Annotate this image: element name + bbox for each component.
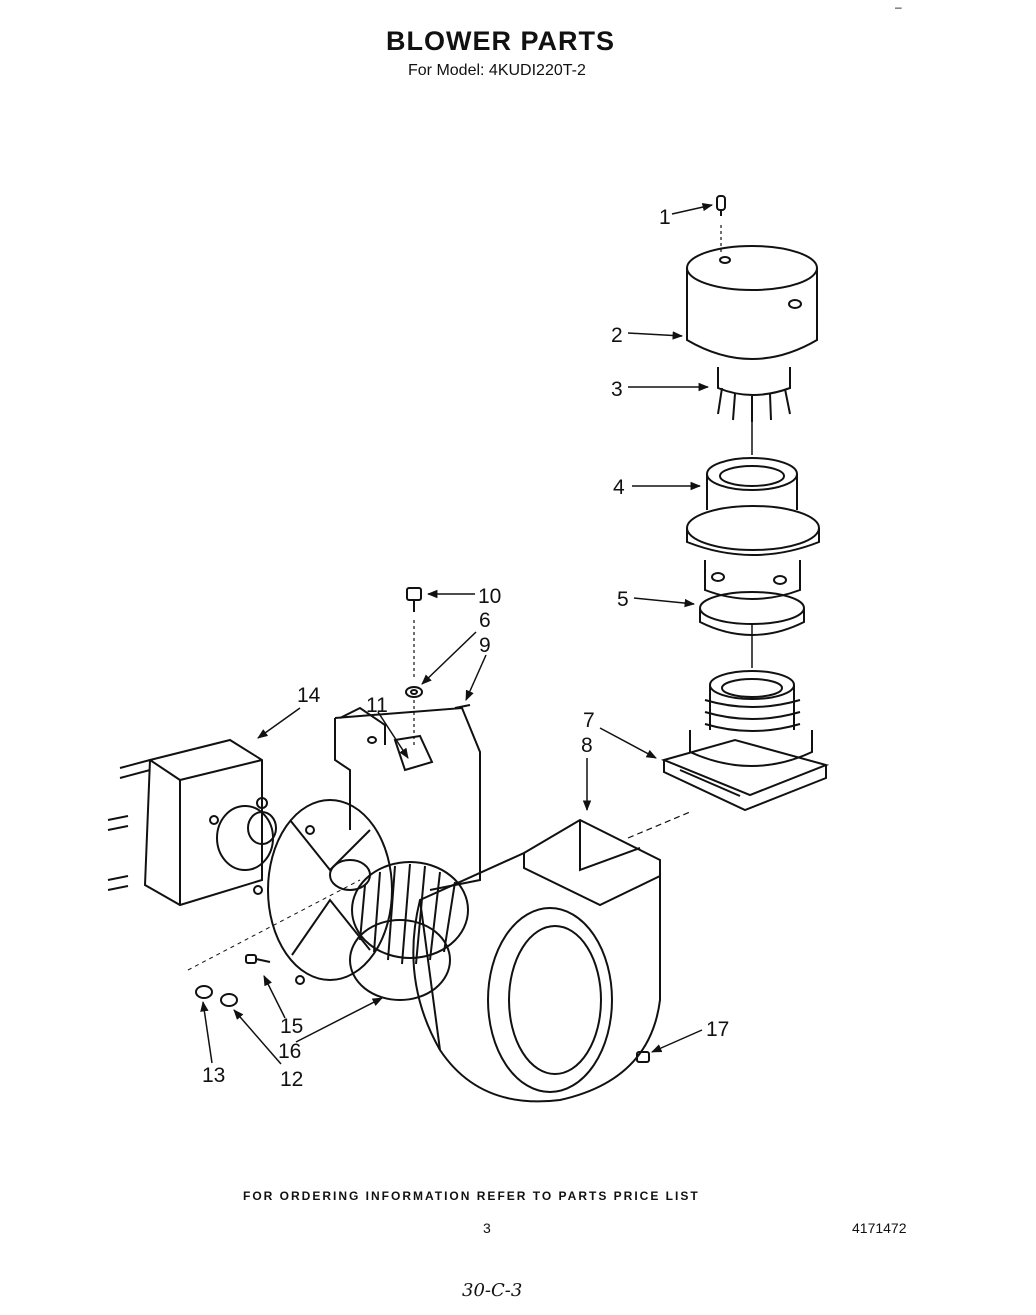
assembly-line: [187, 879, 361, 971]
ordering-notice: FOR ORDERING INFORMATION REFER TO PARTS …: [243, 1189, 700, 1203]
callout-17: 17: [706, 1018, 729, 1041]
lower-housing: [689, 670, 813, 767]
motor-plate: [267, 799, 393, 985]
nut-part-12: [220, 993, 238, 1007]
blower-wheel: [349, 861, 469, 1001]
callout-5: 5: [617, 588, 629, 611]
model-subtitle: For Model: 4KUDI220T-2: [408, 62, 586, 79]
screw-part-15: [245, 954, 271, 964]
housing-part-4: [686, 457, 820, 600]
blower-housing: [412, 818, 661, 1103]
callout-10: 10: [478, 585, 501, 608]
mounting-bracket: [334, 704, 481, 891]
plate-part-7: [660, 738, 830, 812]
callout-9: 9: [479, 634, 491, 657]
callout-8: 8: [581, 734, 593, 757]
connector-part-3: [717, 367, 791, 455]
callout-3: 3: [611, 378, 623, 401]
handwritten-note: 30-C-3: [462, 1280, 523, 1301]
callout-11: 11: [366, 694, 388, 717]
page-title: BLOWER PARTS: [386, 26, 615, 56]
callout-15: 15: [280, 1015, 303, 1038]
nut-part-10: [406, 587, 422, 680]
screw-part-17: [636, 1051, 650, 1063]
callout-2: 2: [611, 324, 623, 347]
washer-part-13: [195, 985, 213, 999]
callout-6: 6: [479, 609, 491, 632]
callout-13: 13: [202, 1064, 225, 1087]
gasket-part-5: [699, 591, 805, 668]
callout-1: 1: [659, 206, 671, 229]
document-number: 4171472: [852, 1220, 907, 1236]
corner-mark: –: [895, 0, 902, 14]
washer-part-6: [405, 686, 423, 745]
page-number: 3: [483, 1220, 491, 1236]
callout-4: 4: [613, 476, 625, 499]
callout-labels: 1 2 3 4 5 6 7 8 9 10 11 12 13 14 15 16 1…: [202, 206, 729, 1091]
callout-12: 12: [280, 1068, 303, 1091]
callout-7: 7: [583, 709, 595, 732]
cap-part-2: [686, 245, 818, 360]
motor-part-14: [107, 738, 277, 907]
leader-arrows: [200, 202, 714, 1065]
callout-14: 14: [297, 684, 321, 707]
screw-part-1: [716, 195, 726, 252]
callout-16: 16: [278, 1040, 301, 1063]
